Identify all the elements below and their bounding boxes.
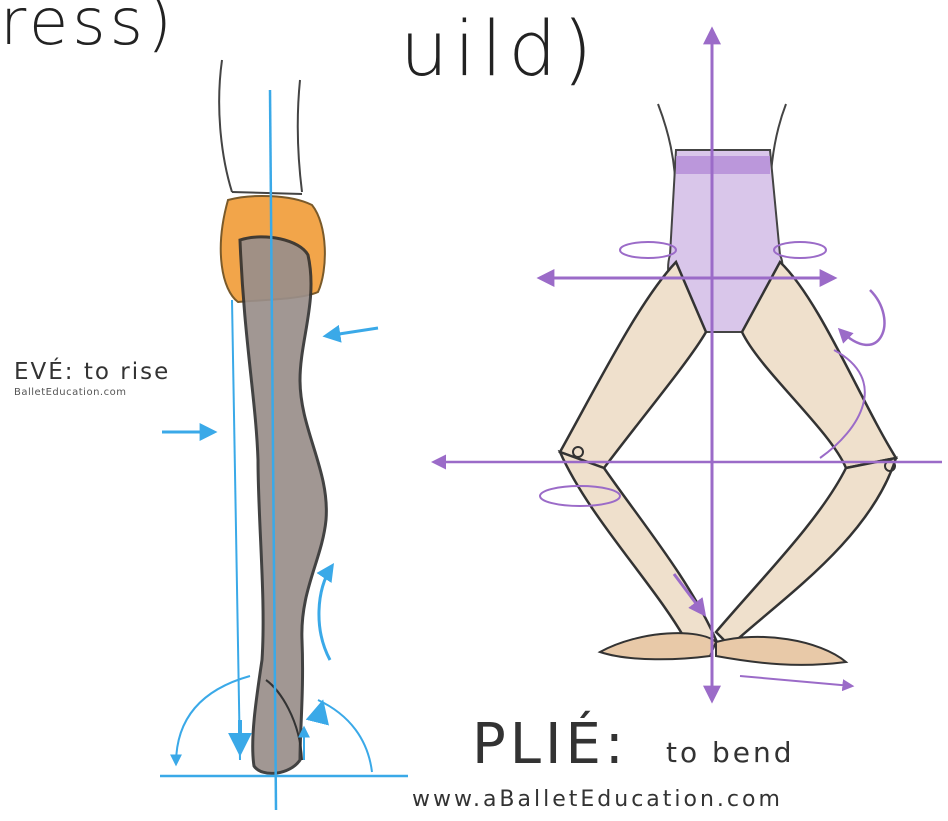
- plie-label: PLIÉ:: [472, 712, 628, 777]
- plie-url: www.aBalletEducation.com: [412, 787, 783, 812]
- heading-left-fragment: ress): [0, 0, 176, 60]
- right-foot: [716, 637, 846, 665]
- plie-sublabel: to bend: [666, 736, 795, 769]
- waistband: [676, 156, 770, 174]
- plie-figure: [434, 30, 942, 700]
- right-shin: [716, 458, 896, 646]
- leg-tights: [240, 237, 326, 774]
- left-shin: [560, 452, 716, 648]
- left-thigh: [560, 262, 706, 468]
- releve-figure: [160, 60, 408, 810]
- heading-right-fragment: uild): [400, 4, 598, 93]
- releve-credit: BalletEducation.com: [14, 387, 126, 398]
- releve-label: EVÉ: to rise: [14, 359, 170, 385]
- left-foot: [600, 633, 716, 659]
